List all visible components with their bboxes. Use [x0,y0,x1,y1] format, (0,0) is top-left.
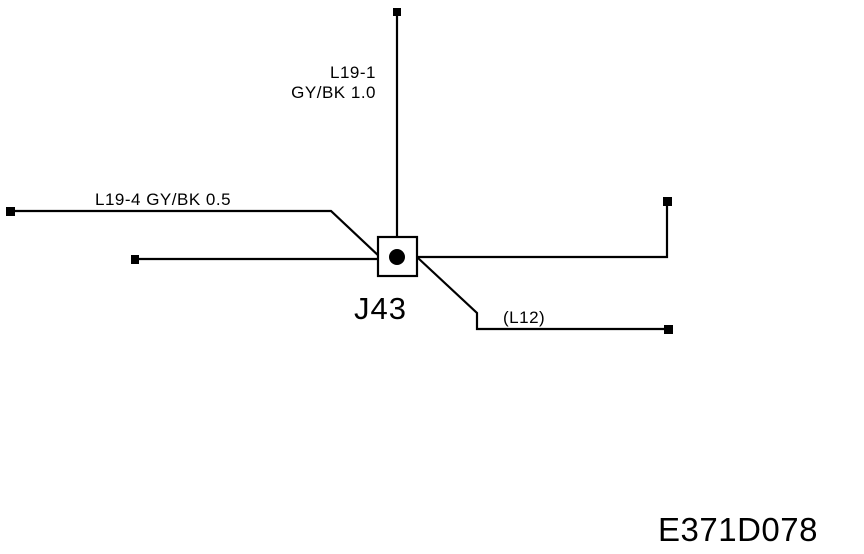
wire-left [131,255,378,264]
wire-top [393,8,401,256]
connector-id-label: J43 [354,291,407,326]
wire-upper-left [6,207,382,259]
wire-right [417,197,672,259]
figure-id-label: E371D078 [658,511,818,548]
wire-top-terminal [393,8,401,16]
wire-upper-left-terminal [6,207,15,216]
wire-right-terminal [663,197,672,206]
wire-left-terminal [131,255,139,264]
wire-top-circuit-label: L19-1 [330,63,376,82]
wire-top-spec-label: GY/BK 1.0 [291,83,376,102]
wire-lower-right-label: (L12) [503,308,545,327]
splice-dot [389,249,405,265]
splice-connector [376,235,419,278]
wire-upper-left-label: L19-4 GY/BK 0.5 [95,190,231,209]
wire-lower-right [417,257,673,334]
wire-lower-right-terminal [664,325,673,334]
